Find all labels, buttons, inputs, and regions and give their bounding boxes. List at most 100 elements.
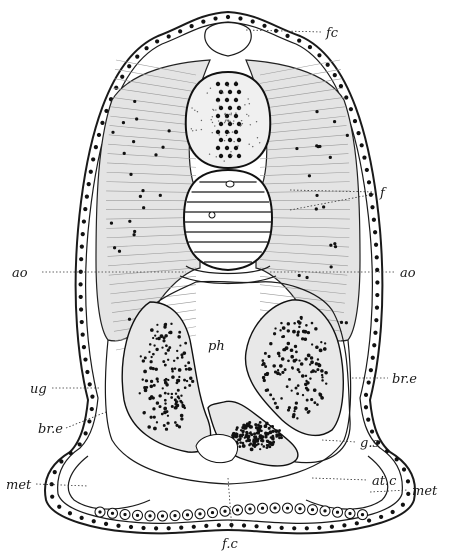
nerve-cell [216,146,220,150]
ventral-cell-nucleus [173,514,176,517]
gill-cell [274,402,277,405]
gill-cell [304,357,307,360]
gill-cell [295,387,298,390]
epidermis-nucleus [226,15,230,19]
ventral-cell-nucleus [261,507,264,510]
epidermis-nucleus [129,525,133,529]
muscle-nucleus [308,174,311,177]
epidermis-nucleus [370,429,374,433]
fin-chamber [205,23,251,57]
nerve-speck [201,129,202,130]
gill-cell [157,337,161,341]
epidermis-nucleus [385,449,389,453]
gill-cell [305,324,308,327]
gill-cell [307,411,310,414]
nerve-speck [201,120,202,121]
gill-cell [310,360,314,364]
epidermis-nucleus [374,243,378,247]
gill-cell [180,401,182,403]
gill-cell [317,358,319,360]
nerve-speck [224,160,225,161]
muscle-nucleus [110,221,113,224]
gill-cell [254,423,257,426]
gill-cell [164,352,167,355]
epidermis-nucleus [369,368,373,372]
gill-cell [242,444,246,448]
gill-cell [298,371,300,373]
gill-cell [235,436,237,438]
gill-cell [298,326,301,329]
muscle-nucleus [122,121,125,124]
nerve-cell [234,114,238,118]
gill-cell [310,398,313,401]
gill-cell [150,328,154,332]
gill-cell [162,339,165,342]
epidermis-nucleus [87,182,91,186]
epidermis-nucleus [192,525,196,529]
epidermis-nucleus [57,505,61,509]
epidermis-nucleus [238,16,242,20]
epidermis-nucleus [364,405,368,409]
gill-cell [179,344,181,346]
gill-cell [152,396,155,399]
gill-cell [161,413,164,416]
gill-cell [174,407,177,410]
gill-cell [188,384,191,387]
gill-cell [268,427,271,430]
nerve-speck [225,120,226,121]
gill-cell [290,355,294,359]
nerve-cell [228,138,232,142]
nerve-speck [212,116,213,117]
muscle-nucleus [142,206,145,209]
epidermis-nucleus [375,280,379,284]
gill-cell [174,421,177,424]
epidermis-nucleus [371,356,375,360]
gill-cell [170,396,173,399]
gill-cell [293,359,297,363]
gill-cell [247,435,251,439]
nerve-speck [233,123,234,124]
gill-cell [278,355,280,357]
ventral-cell-nucleus [298,507,301,510]
gill-cell [314,371,316,373]
epidermis-nucleus [285,34,289,38]
nerve-cell [234,98,238,102]
gill-cell [164,334,167,337]
muscle-nucleus [135,117,138,120]
nerve-speck [232,131,233,132]
notochord-nucleus [226,181,234,187]
gill-cell [287,329,290,332]
gill-cell [295,351,298,354]
gill-cell [297,384,300,387]
gill-cell [272,398,275,401]
epidermis-nucleus [251,19,255,23]
gill-cell [296,334,299,337]
nerve-speck [235,112,236,113]
epidermis-nucleus [204,524,208,528]
gill-cell [295,401,298,404]
gill-cell [309,377,311,379]
gill-cell [176,357,179,360]
gill-cell [301,337,304,340]
gill-cell [293,410,295,412]
epidermis-nucleus [373,230,377,234]
gill-cell [249,431,251,433]
epidermis-nucleus [367,180,371,184]
gill-cell [259,448,261,450]
gill-cell [270,436,273,439]
epidermis-nucleus [114,86,118,90]
gill-cell [314,327,317,330]
gill-cell [150,385,153,388]
nerve-speck [222,92,223,93]
gill-cell [318,363,320,365]
gill-cell [305,387,308,390]
gill-cell [177,389,180,392]
epidermis-nucleus [167,526,171,530]
gill-cell [288,378,291,381]
gill-cell [163,407,167,411]
epidermis-nucleus [317,526,321,530]
gill-cell [173,360,175,362]
gill-cell [261,364,263,366]
nerve-cell [219,122,223,126]
